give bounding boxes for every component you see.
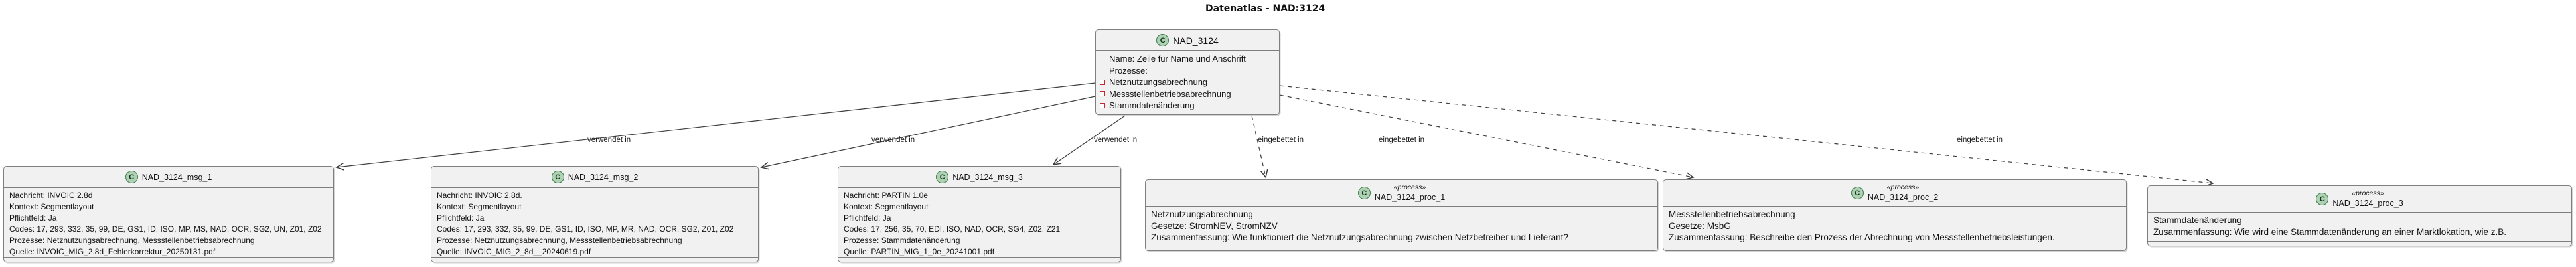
class-node-nad-3124-proc-3: C «process» NAD_3124_proc_3 Stammdatenän… — [2147, 185, 2572, 246]
edge-eingebettet-proc3 — [1279, 85, 2213, 183]
field-label: Messstellenbetriebsabrechnung — [1109, 88, 1231, 99]
class-icon: C — [936, 171, 949, 183]
attribute-line: Netznutzungsabrechnung — [1151, 209, 1253, 219]
attribute-line: Pflichtfeld: Ja — [437, 213, 485, 222]
field-label: Stammdatenänderung — [1109, 100, 1195, 110]
attribute-line: Zusammenfassung: Wie wird eine Stammdate… — [2153, 226, 2507, 237]
class-node-nad-3124-proc-2: C «process» NAD_3124_proc_2 Messstellenb… — [1663, 179, 2127, 251]
empty-compartment — [1663, 246, 2126, 250]
class-body: Stammdatenänderung Zusammenfassung: Wie … — [2148, 213, 2571, 241]
class-body: Name: Zeile für Name und Anschrift Proze… — [1096, 51, 1279, 110]
edge-verwendet-msg3 — [1053, 115, 1126, 165]
empty-compartment — [4, 257, 333, 262]
class-header: C NAD_3124 — [1096, 30, 1279, 51]
field-label: Netznutzungsabrechnung — [1109, 77, 1208, 87]
class-body: Nachricht: PARTIN 1.0e Kontext: Segmentl… — [838, 188, 1120, 257]
field-row: Netznutzungsabrechnung — [1100, 76, 1274, 88]
field-row: Stammdatenänderung — [1100, 100, 1274, 110]
empty-compartment — [1096, 110, 1279, 114]
attribute-line: Quelle: INVOIC_MIG_2.8d_Fehlerkorrektur_… — [9, 247, 216, 256]
class-body: Messstellenbetriebsabrechnung Gesetze: M… — [1663, 207, 2126, 246]
class-icon: C — [551, 171, 564, 183]
empty-compartment — [2148, 241, 2571, 246]
class-name: NAD_3124_proc_2 — [1867, 193, 1939, 202]
class-header: C NAD_3124_msg_1 — [4, 167, 333, 188]
field-row: Messstellenbetriebsabrechnung — [1100, 88, 1274, 100]
class-name: NAD_3124 — [1173, 35, 1219, 46]
attribute-line: Pflichtfeld: Ja — [9, 213, 57, 222]
class-header: C NAD_3124_msg_2 — [431, 167, 758, 188]
edge-label-verwendet-in-1: verwendet in — [587, 136, 631, 144]
class-name: NAD_3124_msg_2 — [568, 172, 639, 182]
attribute-line: Zusammenfassung: Wie funktioniert die Ne… — [1151, 232, 1568, 242]
stereotype-label: «process» — [1886, 183, 1920, 191]
edge-label-eingebettet-in-2: eingebettet in — [1379, 136, 1425, 144]
empty-compartment — [838, 257, 1120, 262]
diagram-title: Datenatlas - NAD:3124 — [1205, 3, 1326, 14]
stereotype-label: «process» — [2352, 189, 2384, 197]
edge-label-eingebettet-in-1: eingebettet in — [1258, 136, 1304, 144]
attribute-line: Gesetze: StromNEV, StromNZV — [1151, 221, 1278, 231]
class-node-nad-3124-msg-1: C NAD_3124_msg_1 Nachricht: INVOIC 2.8d … — [3, 166, 334, 262]
class-header: C «process» NAD_3124_proc_3 — [2148, 186, 2571, 213]
class-body: Nachricht: INVOIC 2.8d Kontext: Segmentl… — [4, 188, 333, 257]
empty-compartment — [431, 257, 758, 262]
class-node-nad-3124-proc-1: C «process» NAD_3124_proc_1 Netznutzungs… — [1145, 179, 1658, 251]
class-node-nad-3124: C NAD_3124 Name: Zeile für Name und Ansc… — [1095, 29, 1280, 115]
edge-label-eingebettet-in-3: eingebettet in — [1957, 136, 2003, 144]
stereotype-label: «process» — [1393, 183, 1426, 191]
attribute-line: Nachricht: INVOIC 2.8d — [9, 191, 93, 200]
class-node-nad-3124-msg-3: C NAD_3124_msg_3 Nachricht: PARTIN 1.0e … — [838, 166, 1121, 262]
class-header: C «process» NAD_3124_proc_1 — [1146, 180, 1657, 207]
field-marker-icon — [1100, 91, 1105, 97]
class-name: NAD_3124_msg_3 — [952, 172, 1023, 182]
attribute-line: Prozesse: Netznutzungsabrechnung, Messst… — [437, 236, 682, 245]
attribute-line: Codes: 17, 293, 332, 35, 99, DE, GS1, ID… — [9, 224, 322, 234]
field-marker-icon — [1100, 102, 1105, 108]
class-name: NAD_3124_proc_3 — [2332, 199, 2403, 208]
class-icon: C — [2316, 193, 2329, 205]
attribute-line: Prozesse: — [1109, 65, 1148, 76]
attribute-line: Prozesse: Stammdatenänderung — [844, 236, 960, 245]
edge-eingebettet-proc2 — [1279, 94, 1693, 177]
class-name: NAD_3124_proc_1 — [1374, 193, 1446, 202]
edge-label-verwendet-in-3: verwendet in — [1094, 136, 1138, 144]
attribute-line: Zusammenfassung: Beschreibe den Prozess … — [1669, 232, 2055, 242]
attribute-line: Kontext: Segmentlayout — [9, 202, 94, 211]
attribute-line: Codes: 17, 293, 332, 35, 99, DE, GS1, ID… — [437, 224, 734, 234]
attribute-line: Quelle: INVOIC_MIG_2_8d__20240619.pdf — [437, 247, 591, 256]
attribute-line: Nachricht: PARTIN 1.0e — [844, 191, 928, 200]
attribute-line: Messstellenbetriebsabrechnung — [1669, 209, 1795, 219]
class-icon: C — [1851, 187, 1864, 199]
edge-label-verwendet-in-2: verwendet in — [871, 136, 915, 144]
class-icon: C — [1357, 187, 1371, 199]
attribute-line: Kontext: Segmentlayout — [844, 202, 929, 211]
class-icon: C — [125, 171, 138, 183]
attribute-line: Name: Zeile für Name und Anschrift — [1109, 54, 1246, 64]
class-header: C «process» NAD_3124_proc_2 — [1663, 180, 2126, 207]
class-body: Nachricht: INVOIC 2.8d. Kontext: Segment… — [431, 188, 758, 257]
attribute-line: Prozesse: Netznutzungsabrechnung, Messst… — [9, 236, 255, 245]
attribute-line: Pflichtfeld: Ja — [844, 213, 891, 222]
attribute-line: Kontext: Segmentlayout — [437, 202, 522, 211]
attribute-line: Codes: 17, 256, 35, 70, EDI, ISO, NAD, O… — [844, 224, 1061, 234]
edge-verwendet-msg1 — [337, 82, 1096, 167]
edge-eingebettet-proc1 — [1251, 115, 1266, 177]
class-node-nad-3124-msg-2: C NAD_3124_msg_2 Nachricht: INVOIC 2.8d.… — [431, 166, 759, 262]
attribute-line: Nachricht: INVOIC 2.8d. — [437, 191, 522, 200]
class-body: Netznutzungsabrechnung Gesetze: StromNEV… — [1146, 207, 1657, 246]
class-icon: C — [1156, 34, 1170, 46]
empty-compartment — [1146, 246, 1657, 250]
attribute-line: Stammdatenänderung — [2153, 215, 2242, 225]
attribute-line: Quelle: PARTIN_MIG_1_0e_20241001.pdf — [844, 247, 995, 256]
class-header: C NAD_3124_msg_3 — [838, 167, 1120, 188]
field-marker-icon — [1100, 79, 1105, 85]
class-name: NAD_3124_msg_1 — [141, 172, 212, 182]
edge-verwendet-msg2 — [761, 96, 1096, 167]
attribute-line: Gesetze: MsbG — [1669, 221, 1731, 231]
